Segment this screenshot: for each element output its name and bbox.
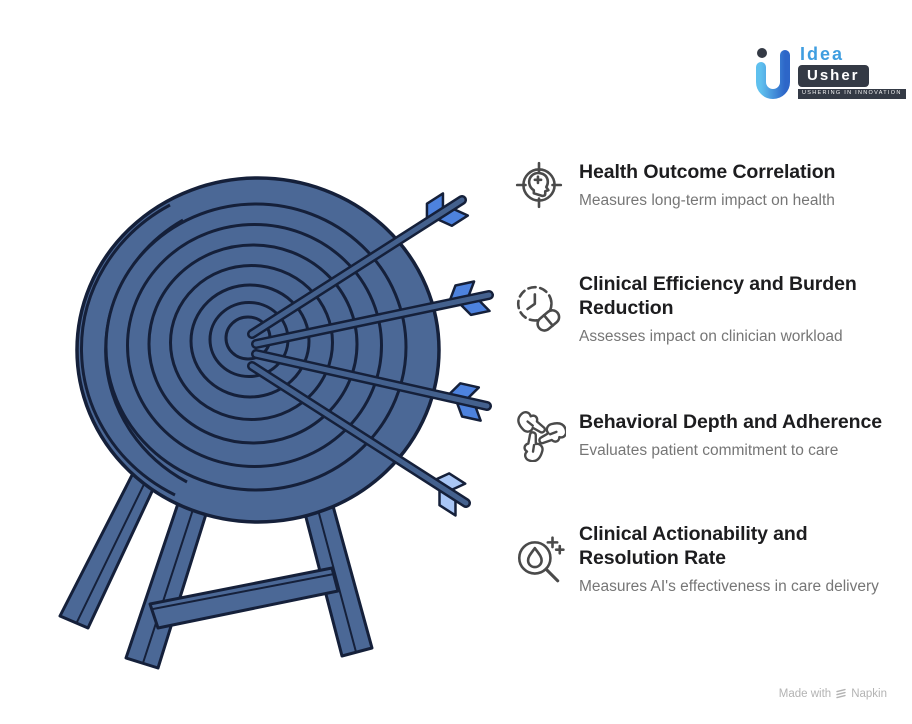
clock-pill-icon (512, 282, 566, 336)
arrow-4 (247, 361, 471, 517)
arrow-1 (247, 192, 470, 339)
item-subtitle: Evaluates patient commitment to care (579, 441, 839, 459)
item-title: Clinical Efficiency and Burden Reduction (579, 273, 857, 320)
hands-together-icon (512, 408, 566, 462)
item-subtitle: Measures long-term impact on health (579, 191, 835, 209)
item-subtitle: Measures AI's effectiveness in care deli… (579, 578, 879, 596)
item-title: Clinical Actionability and Resolution Ra… (579, 523, 808, 570)
item-title: Behavioral Depth and Adherence (579, 410, 882, 433)
item-subtitle: Assesses impact on clinician workload (579, 328, 843, 346)
logo-tagline: USHERING IN INNOVATION (798, 89, 906, 99)
arrows (247, 192, 494, 517)
item-title: Health Outcome Correlation (579, 160, 836, 183)
napkin-logo-icon (836, 688, 846, 699)
list-item: Clinical Efficiency and Burden Reduction… (512, 272, 908, 347)
napkin-credit-prefix: Made with (778, 688, 832, 700)
logo-idea-text: Idea (800, 44, 845, 64)
napkin-credit[interactable]: Made with Napkin (779, 688, 887, 700)
list-item: Clinical Actionability and Resolution Ra… (512, 522, 908, 597)
logo-usher-text: Usher (798, 65, 869, 87)
target-illustration (58, 176, 494, 670)
list-item: Behavioral Depth and Adherence Evaluates… (512, 408, 908, 462)
napkin-credit-brand: Napkin (851, 688, 887, 700)
magnifier-droplet-icon (512, 532, 566, 586)
head-target-icon (512, 158, 566, 212)
list-item: Health Outcome Correlation Measures long… (512, 158, 908, 212)
arrow-3 (251, 349, 492, 422)
arrow-2 (251, 280, 494, 349)
ideausher-logo-icon (756, 48, 790, 99)
brand-logo: Idea Usher USHERING IN INNOVATION (753, 45, 906, 101)
